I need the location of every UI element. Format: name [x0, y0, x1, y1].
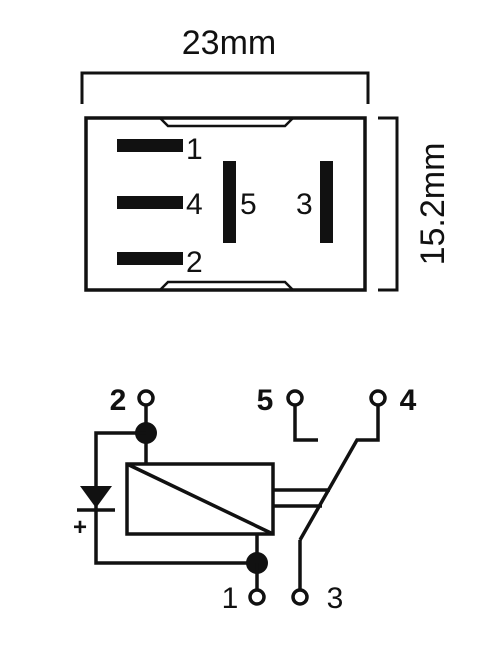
- terminal-label-2: 2: [110, 384, 127, 417]
- relay-coil: [125, 462, 275, 536]
- terminal-2: [137, 389, 155, 407]
- diode-icon: [80, 486, 112, 508]
- footprint-pin-label-4: 4: [186, 188, 203, 221]
- terminal-label-4: 4: [400, 384, 417, 417]
- switch-arm: [298, 405, 380, 541]
- terminal-label-3: 3: [327, 582, 344, 615]
- footprint-pin-label-3: 3: [296, 188, 313, 221]
- width-dimension-label: 23mm: [182, 24, 276, 62]
- terminal-4: [369, 389, 387, 407]
- terminal-5-contact: [293, 405, 318, 442]
- top-notch: [159, 117, 294, 128]
- terminal-1: [248, 588, 266, 606]
- schematic-view: [77, 389, 387, 606]
- terminal-5: [286, 389, 304, 407]
- footprint-view: 23mm 1 4 5 3 2 15.2mm: [80, 24, 452, 292]
- terminal-3: [291, 588, 309, 606]
- pin-pad-3: [320, 161, 333, 243]
- height-dimension-bracket: [378, 116, 399, 292]
- footprint-pin-label-5: 5: [240, 188, 257, 221]
- pin-pad-4: [117, 196, 183, 209]
- terminal-label-1: 1: [222, 582, 239, 615]
- width-dimension-bracket: [80, 71, 370, 104]
- schematic-labels: 2 5 4 1 3 +: [73, 384, 417, 615]
- diode-polarity-label: +: [73, 514, 87, 541]
- coil-diagonal: [126, 462, 274, 536]
- pin-pad-2: [117, 252, 183, 265]
- height-dimension-label: 15.2mm: [414, 143, 452, 266]
- terminal-label-5: 5: [257, 384, 274, 417]
- pin-pad-1: [117, 139, 183, 152]
- diode-branch-wire: [94, 431, 257, 565]
- footprint-pin-label-1: 1: [186, 133, 203, 166]
- footprint-pin-label-2: 2: [186, 246, 203, 279]
- bottom-notch: [159, 280, 294, 291]
- pin-pad-5: [223, 161, 236, 243]
- relay-body-outline: [84, 116, 367, 292]
